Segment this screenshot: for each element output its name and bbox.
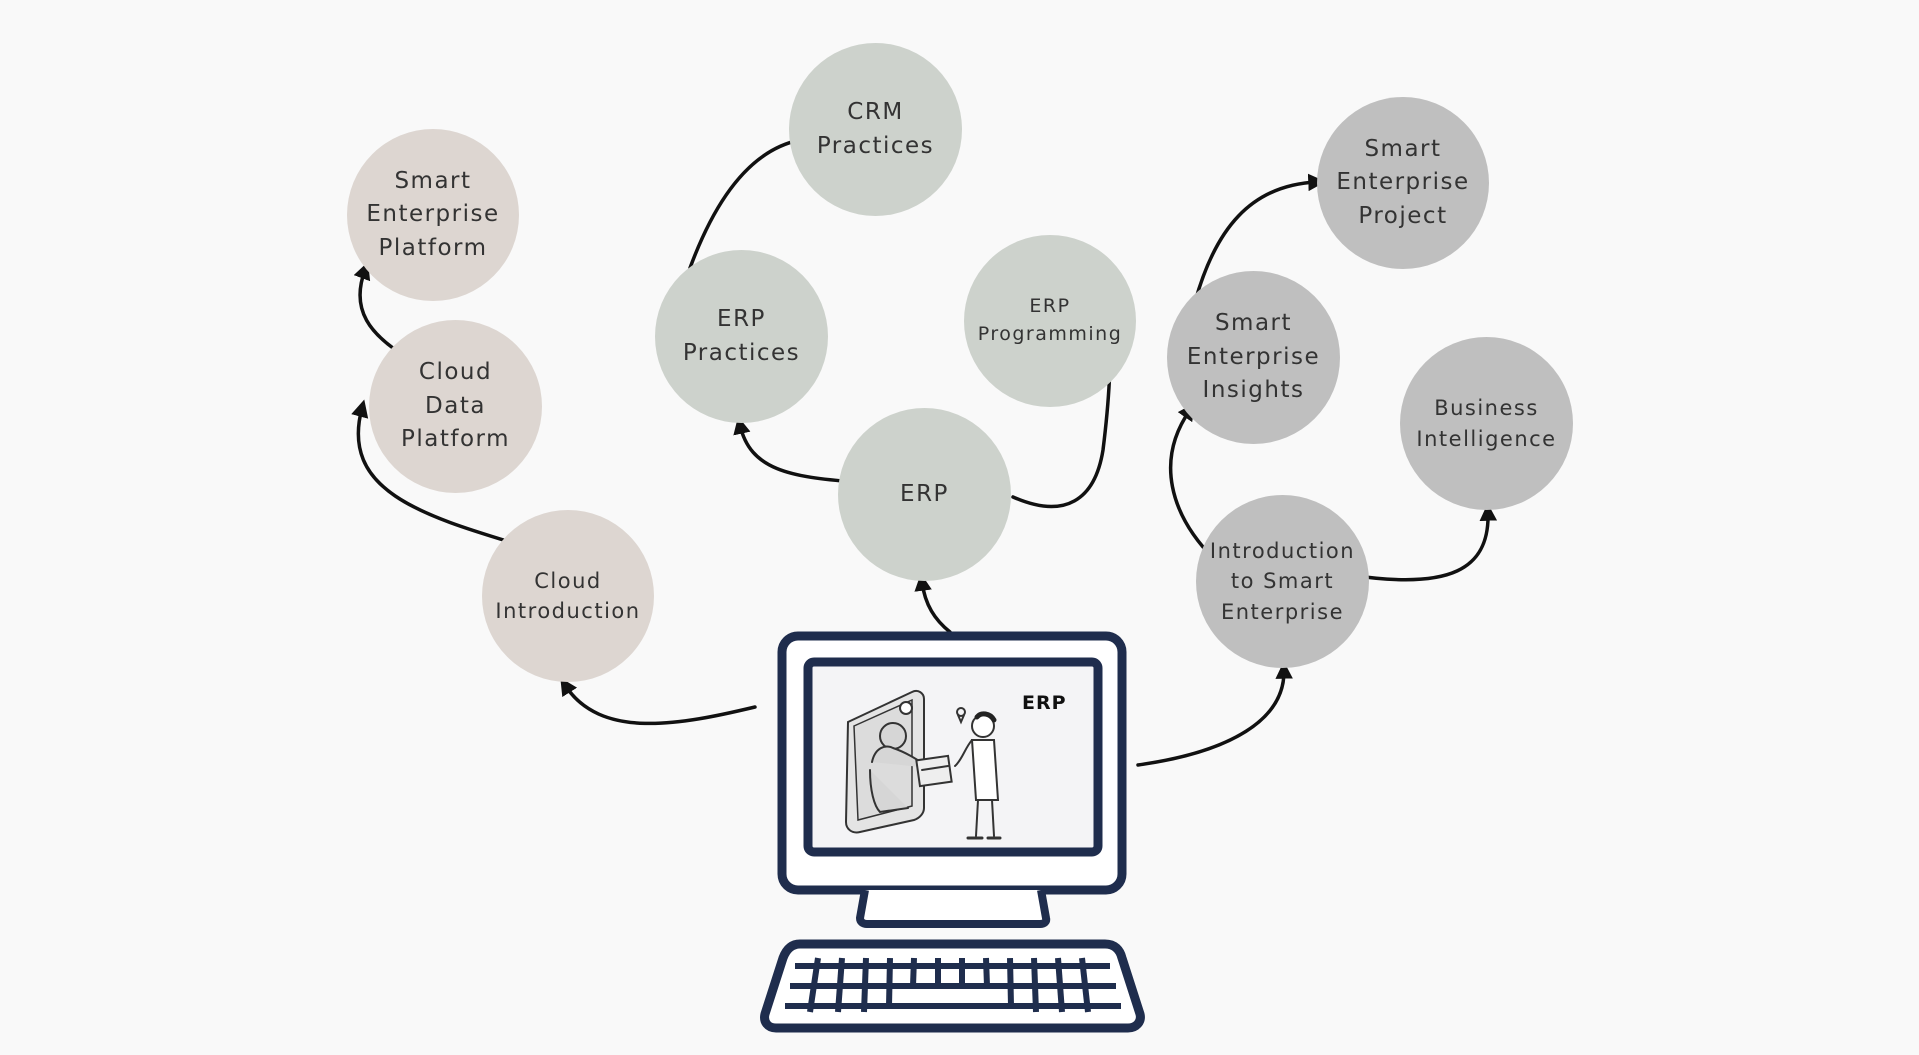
node-introduction-to-smart-enterprise: Introduction to Smart Enterprise [1196,495,1369,668]
arrow-to-cloud-introduction [560,677,757,726]
arrow-to-smart-enterprise-project [1193,173,1326,304]
arrow-to-cloud-data-platform [351,399,522,547]
arrow-to-smart-enterprise-insights [1168,402,1217,562]
node-cloud-data-platform: Cloud Data Platform [369,320,542,493]
monitor-stand [856,889,1051,928]
node-cloud-introduction: Cloud Introduction [482,510,654,682]
node-crm-practices: CRM Practices [789,43,962,216]
node-business-intelligence: Business Intelligence [1400,337,1573,510]
arrow-to-business-intelligence [1348,503,1498,582]
node-smart-enterprise-project: Smart Enterprise Project [1317,97,1489,269]
arrow-to-erp-practices [733,416,857,484]
delivery-illustration [844,689,1002,840]
arrow-to-crm-practices [688,133,809,270]
node-erp: ERP [838,408,1011,581]
arrow-to-erp [914,573,952,634]
node-erp-programming: ERP Programming [964,235,1136,407]
node-erp-practices: ERP Practices [655,250,828,423]
arrow-to-introduction-smart-enterprise [1136,661,1293,767]
screen-erp-label: ERP [1022,692,1067,714]
node-smart-enterprise-platform: Smart Enterprise Platform [347,129,519,301]
node-smart-enterprise-insights: Smart Enterprise Insights [1167,271,1340,444]
